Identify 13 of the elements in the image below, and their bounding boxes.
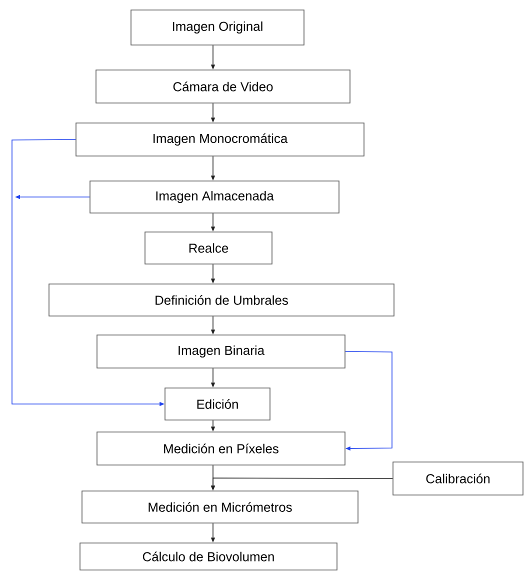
process-box: Imagen Original [130,10,304,46]
arrow [345,351,392,451]
process-box: Definición de Umbrales [48,284,394,316]
process-box: Medición en Micrómetros [82,490,358,524]
process-box: Imagen Binaria [96,334,346,368]
process-box: Realce [144,232,272,264]
process-box: Edición [164,388,270,420]
process-box: Imagen Monocromática [76,122,364,156]
process-box: Medición en Píxeles [96,432,346,466]
process-box: Cálculo de Biovolumen [80,542,338,570]
process-box: Calibración [392,462,524,496]
process-box: Imagen Almacenada [90,180,340,214]
process-box: Cámara de Video [96,70,350,104]
